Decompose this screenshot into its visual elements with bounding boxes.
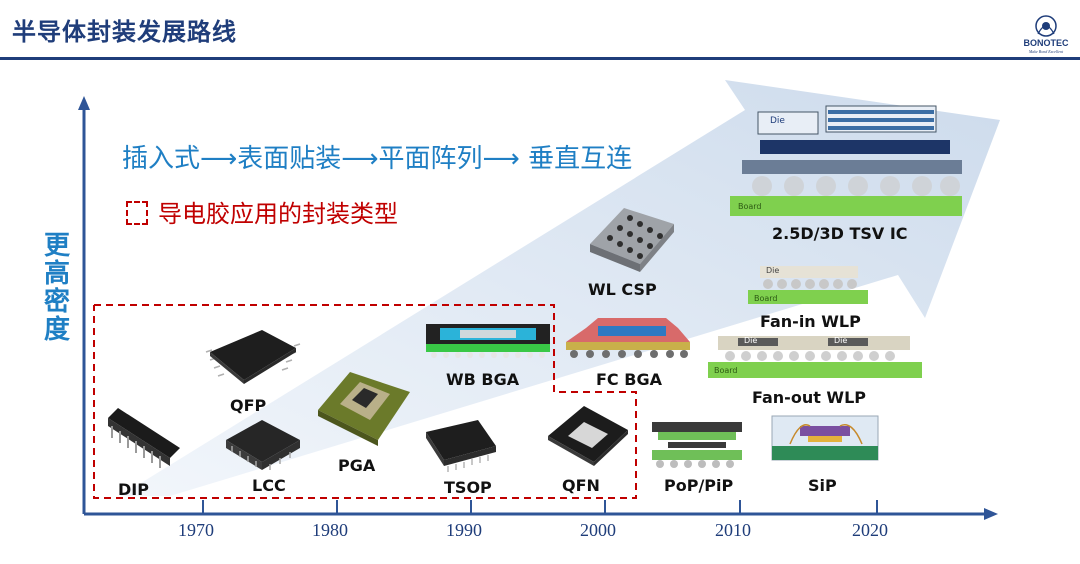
label-dip: DIP	[118, 480, 149, 499]
fan-in-board-label: Board	[754, 294, 778, 303]
label-fc-bga: FC BGA	[596, 370, 662, 389]
x-axis-arrowhead	[984, 508, 998, 520]
wl-csp-package-image	[590, 208, 674, 272]
label-fan-out-wlp: Fan-out WLP	[752, 388, 866, 407]
legend-text: 导电胶应用的封装类型	[158, 200, 398, 228]
x-tick-label-2010: 2010	[715, 520, 751, 540]
y-axis-arrowhead	[78, 96, 90, 110]
x-tick-label-2020: 2020	[852, 520, 888, 540]
logo-emblem-icon	[1035, 15, 1057, 37]
label-qfn: QFN	[562, 476, 600, 495]
tsv-die-label: Die	[770, 116, 785, 126]
label-tsop: TSOP	[444, 478, 492, 497]
label-pop-pip: PoP/PiP	[664, 476, 734, 495]
fan-out-board-label: Board	[714, 366, 738, 375]
page-title: 半导体封装发展路线	[12, 17, 237, 46]
fan-in-die-label: Die	[766, 266, 780, 275]
label-tsv-ic: 2.5D/3D TSV IC	[772, 224, 908, 243]
dip-package-image	[108, 408, 180, 468]
tsv-board-label: Board	[738, 202, 762, 211]
adhesive-application-region	[93, 304, 637, 499]
x-tick-label-1990: 1990	[446, 520, 482, 540]
x-tick-label-2000: 2000	[580, 520, 616, 540]
pga-package-image	[318, 372, 410, 446]
label-qfp: QFP	[230, 396, 267, 415]
label-wb-bga: WB BGA	[446, 370, 520, 389]
pop-pip-package-image	[652, 422, 742, 468]
qfp-package-image	[205, 330, 301, 384]
fan-out-die-label-2: Die	[834, 336, 848, 345]
fc-bga-package-image	[566, 318, 690, 358]
company-logo: BONOTEC Make Bond Excellent	[1020, 14, 1072, 56]
qfn-package-image	[548, 406, 628, 466]
header-divider	[0, 57, 1080, 60]
legend-adhesive: 导电胶应用的封装类型	[126, 194, 398, 229]
label-pga: PGA	[338, 456, 376, 475]
label-sip: SiP	[808, 476, 837, 495]
y-axis-label: 更高密度	[43, 231, 70, 345]
logo-tagline: Make Bond Excellent	[1028, 49, 1064, 54]
x-tick-label-1980: 1980	[312, 520, 348, 540]
fan-out-wlp-package-image	[708, 336, 922, 378]
x-tick-label-1970: 1970	[178, 520, 214, 540]
label-fan-in-wlp: Fan-in WLP	[760, 312, 861, 331]
sip-package-image	[771, 415, 879, 461]
logo-name: BONOTEC	[1023, 38, 1069, 48]
label-wl-csp: WL CSP	[588, 280, 657, 299]
label-lcc: LCC	[252, 476, 286, 495]
tsv-ic-package-image	[730, 105, 962, 216]
wb-bga-package-image	[426, 324, 550, 358]
lcc-package-image	[226, 420, 300, 470]
evolution-sequence: 插入式⟶表面贴装⟶平面阵列⟶ 垂直互连	[122, 144, 633, 174]
fan-out-die-label: Die	[744, 336, 758, 345]
legend-dashed-box-icon	[126, 201, 148, 225]
tsop-package-image	[426, 420, 496, 472]
fan-in-wlp-package-image	[748, 266, 868, 304]
